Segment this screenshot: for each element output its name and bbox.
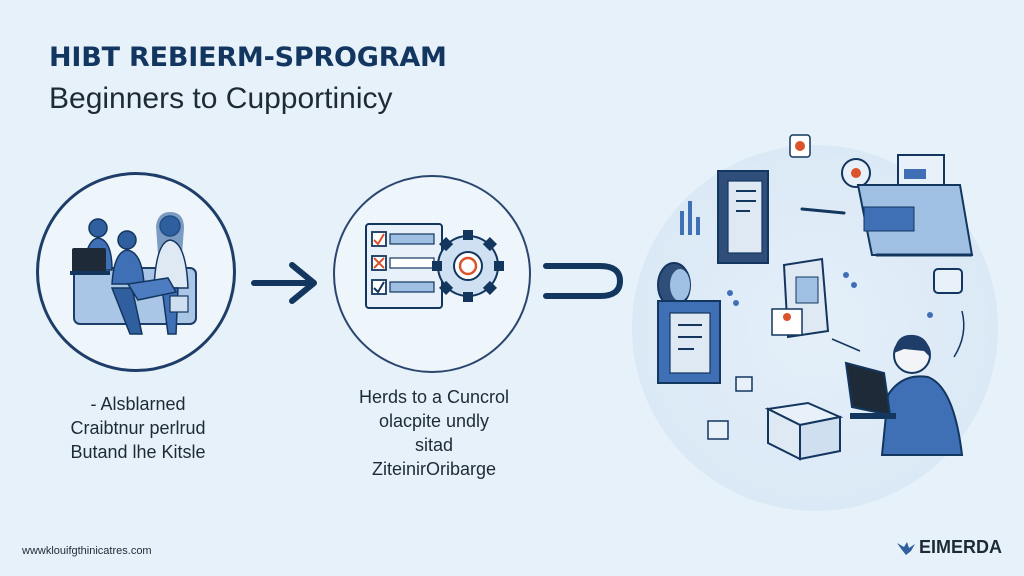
brand-name: EIMERDA [918,537,1002,557]
caption-line: sitad [414,435,454,455]
caption-line: Butand lhe Kitsle [70,442,206,462]
caption-line: olacpite undly [378,411,490,431]
caption-line: Herds to a Cuncrol [358,387,510,407]
page-subtitle: Beginners to Cupportinicy [49,82,393,115]
bird-logo-icon [896,541,915,555]
caption-line: Craibtnur perlrud [70,418,206,438]
workspace-illustration [657,134,974,461]
arrow-right-icon [251,262,317,304]
stage-1-caption: - Alsblarned Craibtnur perlrud Butand lh… [42,392,234,464]
caption-line: ZiteinirOribarge [371,459,497,479]
checklist-gear-illustration [365,223,504,309]
arrow-double-right-icon [543,263,624,299]
caption-line: - Alsblarned [90,394,186,414]
stage-2-caption: Herds to a Cuncrol olacpite undly sitad … [334,385,534,481]
footer-url[interactable]: wwwklouifgthinicatres.com [22,545,152,557]
page-title: HIBT REBIERM-SPROGRAM [49,42,447,73]
beginners-group-illustration [70,212,197,335]
brand-logo: EIMERDA [896,537,1002,558]
